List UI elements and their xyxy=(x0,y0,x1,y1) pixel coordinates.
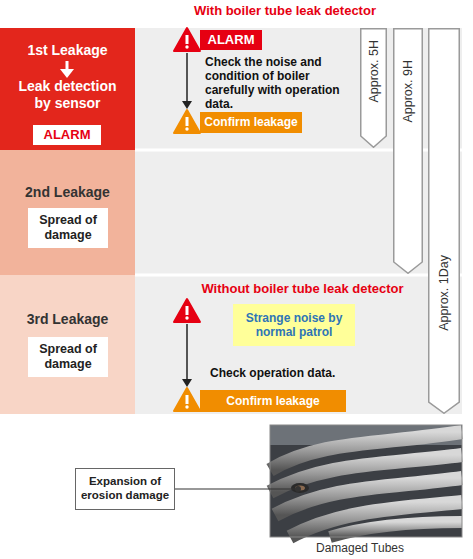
duration-text: Approx. 5H xyxy=(366,40,381,103)
duration-arrow: Approx. 5H xyxy=(360,28,387,148)
stage-band: 1st LeakageLeak detection by sensorALARM xyxy=(0,28,135,150)
row-separator xyxy=(135,274,462,277)
duration-arrow-outline xyxy=(428,28,460,414)
confirm-box: Confirm leakage xyxy=(200,112,302,133)
box-text: Confirm leakage xyxy=(223,394,322,408)
section-heading: With boiler tube leak detector xyxy=(170,3,400,19)
duration-text: Approx. 9H xyxy=(401,60,416,123)
stage-band: 3rd LeakageSpread of damage xyxy=(0,275,135,414)
duration-text: Approx. 1Day xyxy=(437,255,452,331)
box-text: Confirm leakage xyxy=(201,115,300,129)
warning-triangle xyxy=(174,110,200,133)
box-text: Spread of damage xyxy=(28,213,108,243)
box-text: ALARM xyxy=(41,127,94,143)
warning-triangle xyxy=(174,388,200,411)
flow-arrow xyxy=(182,324,192,387)
duration-arrow-shape xyxy=(361,29,387,148)
duration-arrow: Approx. 1Day xyxy=(428,28,460,414)
observation-box: Strange noise by normal patrol xyxy=(233,304,355,346)
callout-box: Expansion of erosion damage xyxy=(75,468,175,510)
instruction-note: Check operation data. xyxy=(210,366,370,380)
photo-caption: Damaged Tubes xyxy=(300,541,420,555)
instruction-note: Check the noise and condition of boiler … xyxy=(205,55,343,111)
timeline-background xyxy=(135,28,462,414)
band-text: Leak detection by sensor xyxy=(0,78,135,112)
status-box: Spread of damage xyxy=(28,208,108,248)
box-text: Expansion of erosion damage xyxy=(76,475,174,503)
band-text: 3rd Leakage xyxy=(0,311,135,328)
box-text: Strange noise by normal patrol xyxy=(233,311,355,340)
stage-band: 2nd LeakageSpread of damage xyxy=(0,150,135,275)
warning-triangle xyxy=(174,28,200,51)
alarm-box: ALARM xyxy=(200,30,262,50)
duration-arrow-shape xyxy=(429,29,460,414)
confirm-box: Confirm leakage xyxy=(200,390,346,412)
box-text: ALARM xyxy=(205,32,258,48)
status-box: Spread of damage xyxy=(28,337,108,377)
band-text: 2nd Leakage xyxy=(0,184,135,201)
warning-triangle xyxy=(174,299,200,322)
alarm-badge: ALARM xyxy=(33,125,101,145)
section-heading: Without boiler tube leak detector xyxy=(170,281,435,297)
leader-line xyxy=(175,486,301,492)
duration-arrow-shape xyxy=(394,29,423,274)
band-text: 1st Leakage xyxy=(0,42,135,59)
flow-arrow xyxy=(182,53,192,109)
damaged-tubes-photo xyxy=(270,425,462,537)
duration-arrow: Approx. 9H xyxy=(393,28,423,274)
box-text: Spread of damage xyxy=(28,342,108,372)
